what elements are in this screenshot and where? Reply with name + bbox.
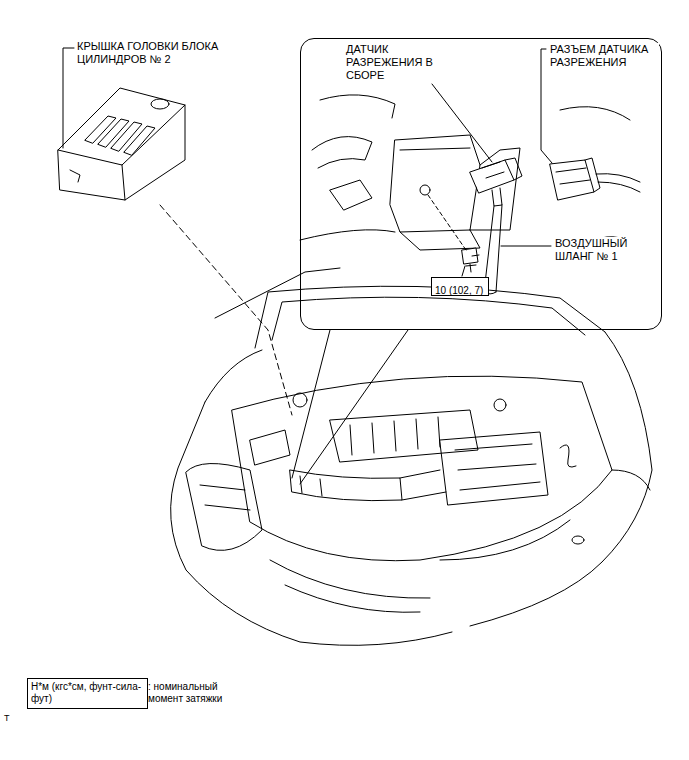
engine-cover bbox=[58, 88, 185, 200]
legend-text: : номинальный момент затяжки bbox=[148, 681, 248, 705]
callout-line bbox=[292, 330, 330, 478]
torque-unit: Н*м (кгс*см, фунт-сила-фут) bbox=[31, 681, 143, 705]
torque-value: 10 (102, 7) bbox=[435, 285, 483, 297]
leader-line bbox=[63, 48, 74, 148]
car-illustration bbox=[171, 268, 652, 645]
part-name: РАЗЪЕМ ДАТЧИКА РАЗРЕЖЕНИЯ bbox=[549, 43, 659, 69]
figure-code: T bbox=[4, 713, 10, 724]
assembly-line bbox=[160, 205, 292, 415]
torque-box: 10 (102, 7) bbox=[431, 277, 489, 296]
part-name: КРЫШКА ГОЛОВКИ БЛОКА ЦИЛИНДРОВ № 2 bbox=[77, 40, 242, 66]
legend-box: Н*м (кгс*см, фунт-сила-фут) bbox=[27, 678, 148, 709]
leader-line bbox=[432, 84, 492, 162]
part-name: ДАТЧИК РАЗРЕЖЕНИЯ В СБОРЕ bbox=[345, 43, 463, 83]
leader-line bbox=[501, 246, 551, 247]
inset-callout-box: ДАТЧИК РАЗРЕЖЕНИЯ В СБОРЕ РАЗЪЕМ ДАТЧИКА … bbox=[300, 38, 662, 330]
leader-line bbox=[462, 266, 465, 276]
part-name: ВОЗДУШНЫЙ ШЛАНГ № 1 bbox=[554, 237, 656, 263]
